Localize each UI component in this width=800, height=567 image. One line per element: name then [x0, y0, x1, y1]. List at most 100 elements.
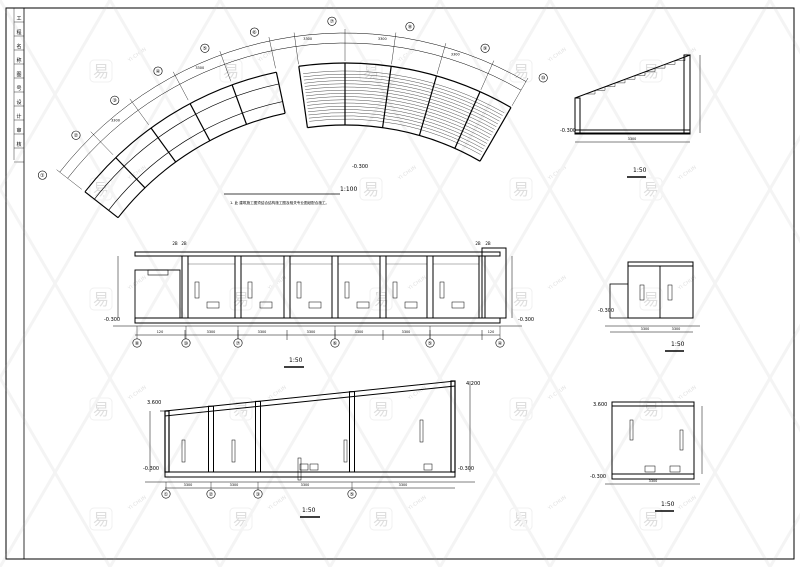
plan-dimension-arc: [67, 42, 522, 179]
detail-top-dimension-text: 3300: [628, 137, 637, 141]
plan-hatch: [306, 96, 492, 136]
watermark-glyph: 易: [93, 180, 109, 199]
plan-radial-wall: [381, 66, 392, 128]
watermark-text: YI-CHUN: [546, 385, 568, 403]
axis-label: ⑧: [408, 24, 413, 30]
axis-label: ⑩: [541, 76, 546, 82]
section-b-axis-bubble: [253, 489, 263, 499]
plan-hatch: [304, 80, 500, 122]
watermark-text: YI-CHUN: [266, 495, 288, 513]
watermark-glyph: 易: [643, 180, 659, 199]
axis-label: ⑧: [135, 341, 140, 347]
plan-wall: [84, 71, 277, 193]
watermark-glyph: 易: [233, 510, 249, 529]
section-a-dimension-text: 120: [157, 330, 163, 334]
detail-top-floor: [574, 129, 691, 135]
section-b-dimension-text: 3300: [184, 483, 193, 487]
detail-bottom-fixture: [669, 465, 681, 473]
detail-bottom-fixture: [644, 465, 656, 473]
watermark-glyph: 易: [373, 400, 389, 419]
section-a-marker: 2B: [172, 241, 178, 246]
watermark-text: YI-CHUN: [546, 275, 568, 293]
watermark-frame: [89, 397, 113, 421]
watermark-frame: [359, 59, 383, 83]
plan-elevation: -0.300: [352, 164, 368, 170]
axis-label: ③: [256, 492, 260, 498]
detail-mid-scale: 1:50: [671, 341, 685, 348]
sheet-border: [5, 7, 795, 560]
section-b-column: [349, 391, 355, 473]
plan-hatch: [303, 77, 502, 119]
section-a-dimension-text: 3300: [402, 330, 411, 334]
section-b-fixture: [419, 419, 424, 443]
watermark-glyph: 易: [93, 290, 109, 309]
watermark-text: YI-CHUN: [676, 165, 698, 183]
section-a-fixture: [259, 301, 273, 309]
section-a-marker: 2B: [475, 241, 481, 246]
plan-note: 1. 此 建筑施工图须结合结构施工图及相关专业图纸配合施工。: [230, 200, 329, 205]
section-a-axis-bubble: [132, 338, 142, 348]
plan-wall: [108, 101, 283, 211]
watermark-band: [218, 0, 552, 567]
detail-bottom-scale: 1:50: [661, 501, 675, 508]
section-b-scale: 1:50: [302, 507, 316, 514]
watermark-band: [768, 0, 800, 55]
section-a-column: [426, 255, 434, 319]
watermark-glyph: 易: [223, 62, 239, 81]
section-a-column: [234, 255, 242, 319]
watermark-band: [438, 0, 772, 567]
section-b-dimension-text: 3300: [399, 483, 408, 487]
detail-bottom-dimension-text: 3300: [649, 479, 658, 483]
watermark-glyph: 易: [513, 510, 529, 529]
title-block-cell: 计: [16, 113, 21, 120]
axis-label: ⑤: [428, 341, 432, 347]
section-a-marker: 2B: [181, 241, 187, 246]
watermark-frame: [509, 59, 533, 83]
section-a-column: [181, 255, 189, 319]
detail-mid-dimension-text: 3300: [672, 327, 681, 331]
watermark-band: [0, 0, 222, 381]
plan-hatch: [307, 106, 487, 144]
section-b-wall: [164, 410, 170, 473]
section-a-fixture: [439, 281, 445, 299]
plan-hatch: [309, 118, 481, 155]
section-a-roof-slab: [134, 251, 501, 257]
plan-axis-bubble: [480, 43, 490, 53]
watermark-glyph: 易: [643, 510, 659, 529]
detail-bottom-fixture: [679, 429, 684, 451]
plan-radial-wall: [418, 75, 438, 136]
detail-top-right: 3300 -0.300 1:50: [560, 54, 701, 178]
plan-extension-line: [436, 43, 447, 74]
watermark-text: YI-CHUN: [676, 385, 698, 403]
axis-label: ⑦: [236, 341, 241, 347]
section-a-marker: 2B: [485, 241, 491, 246]
watermark-band: [328, 0, 662, 567]
plan-axis-bubble: [250, 27, 260, 37]
axis-label: ②: [209, 492, 214, 498]
section-a-window: [147, 269, 169, 276]
section-b-floor-slab: [164, 471, 456, 478]
section-a-dimension-text: 3300: [307, 330, 316, 334]
section-a-axis-bubble: [425, 338, 435, 348]
plan-hatch: [303, 70, 505, 113]
section-a-dimension-text: 3300: [355, 330, 364, 334]
section-a-axis-bubble: [181, 338, 191, 348]
watermark-text: YI-CHUN: [126, 385, 148, 403]
watermark-band: [768, 512, 800, 567]
plan-extension-line: [172, 71, 189, 101]
plan-dimension-text: 3300: [378, 37, 387, 41]
axis-label: ⑦: [330, 19, 335, 25]
section-a-left-elevation: -0.300: [104, 317, 120, 323]
axis-label: ⑨: [483, 46, 487, 52]
watermark-glyph: 易: [373, 290, 389, 309]
detail-mid-roof: [627, 261, 694, 267]
detail-bottom-elevation: -0.300: [590, 474, 606, 480]
title-block-cell: 核: [16, 141, 21, 148]
section-a-fixture: [392, 281, 398, 299]
plan-hatch: [304, 83, 498, 125]
detail-mid-outline: [627, 265, 694, 319]
plan-dimension-text: 3300: [303, 37, 312, 41]
watermark-glyph: 易: [363, 180, 379, 199]
plan-axis-bubble: [71, 130, 81, 140]
